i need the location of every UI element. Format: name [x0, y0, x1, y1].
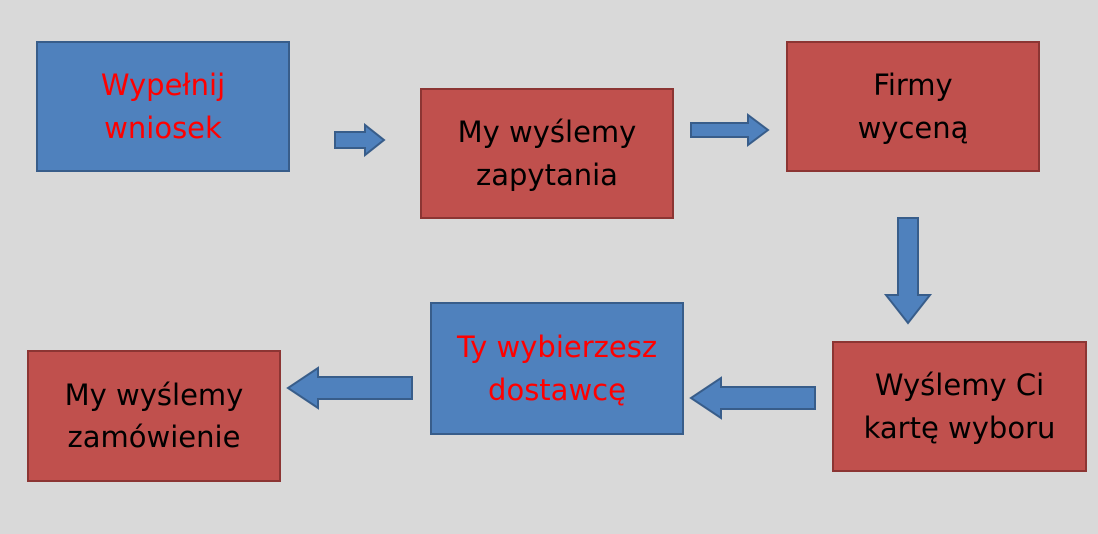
- step-label-line: zamówienie: [67, 420, 241, 454]
- arrow-right-icon: [690, 113, 770, 147]
- step-label-line: Wypełnij: [100, 68, 226, 103]
- step-label: My wyślemy zamówienie: [65, 374, 244, 458]
- step-fill-application: Wypełnij wniosek: [36, 41, 290, 172]
- step-label-line: My wyślemy: [64, 377, 244, 412]
- step-send-inquiries: My wyślemy zapytania: [420, 88, 674, 219]
- arrow-left-icon: [689, 376, 816, 420]
- arrow-down-icon: [883, 217, 933, 325]
- arrow-left-icon: [286, 366, 413, 410]
- step-label-line: zapytania: [476, 157, 618, 192]
- step-label-line: wyceną: [857, 110, 969, 145]
- step-label-line: wniosek: [104, 110, 222, 145]
- step-label-line: kartę wyboru: [863, 410, 1056, 445]
- step-label: Ty wybierzesz dostawcę: [457, 326, 657, 410]
- arrow-right-icon: [334, 122, 386, 158]
- step-label-line: My wyślemy: [457, 115, 637, 150]
- step-label-line: Wyślemy Ci: [874, 368, 1045, 403]
- step-choose-supplier: Ty wybierzesz dostawcę: [430, 302, 684, 435]
- step-label: My wyślemy zapytania: [458, 111, 637, 195]
- step-label-line: Ty wybierzesz: [456, 330, 658, 365]
- step-send-selection-card: Wyślemy Ci kartę wyboru: [832, 341, 1087, 472]
- step-send-order: My wyślemy zamówienie: [27, 350, 281, 482]
- step-label-line: dostawcę: [488, 372, 626, 407]
- step-companies-quote: Firmy wyceną: [786, 41, 1040, 172]
- step-label: Firmy wyceną: [858, 64, 969, 148]
- step-label-line: Firmy: [873, 68, 953, 103]
- step-label: Wyślemy Ci kartę wyboru: [864, 364, 1056, 448]
- step-label: Wypełnij wniosek: [101, 64, 225, 148]
